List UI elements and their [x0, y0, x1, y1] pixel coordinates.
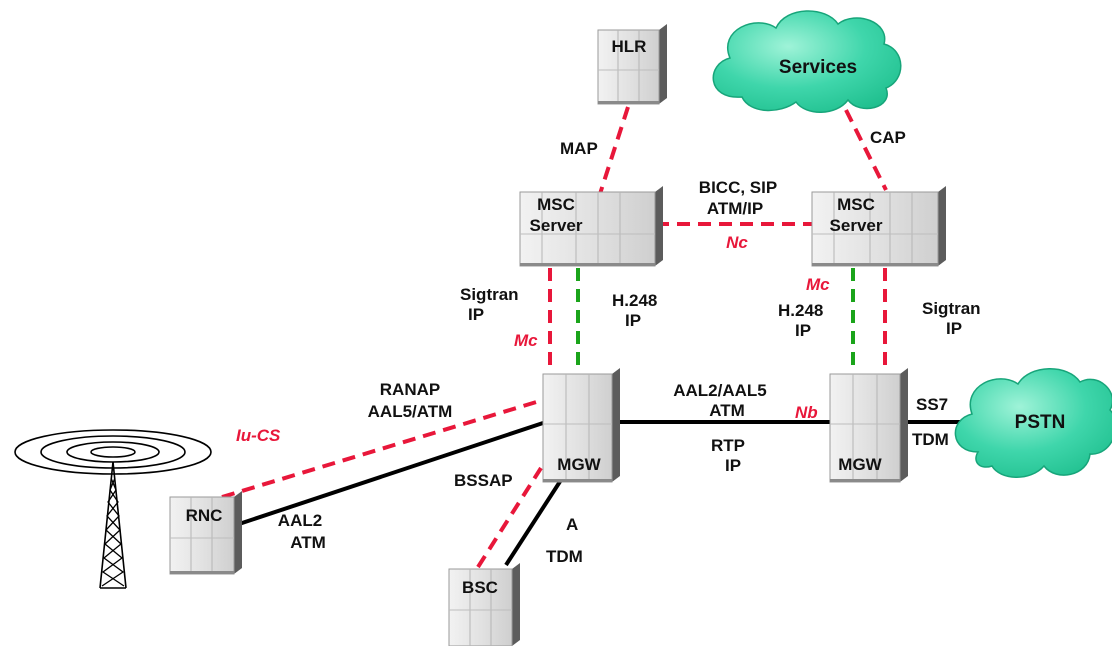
h248-left-line1: H.248	[612, 291, 657, 310]
cap-label: CAP	[870, 128, 906, 147]
atm-label: ATM	[290, 533, 326, 552]
antenna-tower-icon	[14, 429, 212, 589]
ranap-line2: AAL5/ATM	[368, 402, 453, 421]
a-label: A	[566, 515, 578, 534]
sigtran-left-line1: Sigtran	[460, 285, 519, 304]
tdm-bottom-label: TDM	[546, 547, 583, 566]
aal2-aal5-line2: ATM	[709, 401, 745, 420]
pstn-cloud: PSTN	[954, 368, 1112, 478]
aal2-aal5-line1: AAL2/AAL5	[673, 381, 767, 400]
bicc-label-line1: BICC, SIP	[699, 178, 777, 197]
nc-label: Nc	[726, 233, 748, 252]
nb-label: Nb	[795, 403, 818, 422]
mc-left-label: Mc	[514, 331, 538, 350]
aal2-label: AAL2	[278, 511, 322, 530]
iu-cs-label: Iu-CS	[236, 426, 281, 445]
msc-right-line1: MSC	[837, 195, 875, 214]
rnc-node: RNC	[169, 491, 242, 575]
sigtran-left-line2: IP	[468, 305, 484, 324]
msc-server-right-node: MSC Server	[811, 186, 946, 267]
mgw-left-label: MGW	[557, 455, 601, 474]
pstn-label: PSTN	[1015, 412, 1066, 433]
ss7-label: SS7	[916, 395, 948, 414]
a-interface-link	[504, 478, 563, 567]
h248-right-line1: H.248	[778, 301, 823, 320]
bsc-node: BSC	[448, 563, 520, 646]
hlr-label: HLR	[612, 37, 647, 56]
bssap-label: BSSAP	[454, 471, 513, 490]
ranap-line1: RANAP	[380, 380, 440, 399]
iu-cs-link	[221, 398, 544, 499]
cap-link	[844, 109, 888, 191]
mgw-right-label: MGW	[838, 455, 882, 474]
mc-right-label: Mc	[806, 275, 830, 294]
tdm-right-label: TDM	[912, 430, 949, 449]
ip-label: IP	[725, 456, 741, 475]
msc-server-left-node: MSC Server	[519, 186, 663, 267]
sigtran-right-line2: IP	[946, 319, 962, 338]
mgw-left-node: MGW	[542, 368, 620, 483]
services-cloud: Services	[712, 10, 902, 113]
rnc-mgw-bearer-link	[235, 421, 544, 527]
sigtran-right-line1: Sigtran	[922, 299, 981, 318]
mgw-right-node: MGW	[829, 368, 908, 483]
h248-left-line2: IP	[625, 311, 641, 330]
bsc-label: BSC	[462, 578, 498, 597]
rtp-label: RTP	[711, 436, 745, 455]
hlr-node: HLR	[597, 24, 667, 105]
services-label: Services	[779, 57, 857, 78]
map-label: MAP	[560, 139, 598, 158]
rnc-label: RNC	[186, 506, 223, 525]
msc-right-line2: Server	[830, 216, 883, 235]
msc-left-line1: MSC	[537, 195, 575, 214]
h248-right-line2: IP	[795, 321, 811, 340]
msc-left-line2: Server	[530, 216, 583, 235]
map-link	[596, 106, 630, 201]
bicc-label-line2: ATM/IP	[707, 199, 763, 218]
